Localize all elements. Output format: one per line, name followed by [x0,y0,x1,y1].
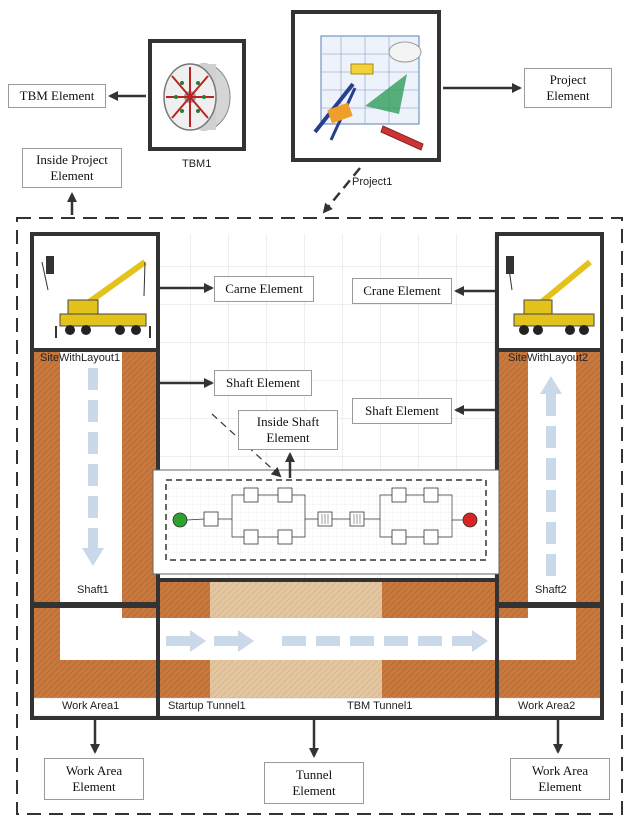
work-area-left-callout: Work Area Element [44,758,144,800]
crane-left-text: Carne Element [225,281,303,296]
site2-label: SiteWithLayout2 [508,352,589,364]
project-element-line2: Element [546,88,590,103]
project-icon-box [291,10,441,162]
flow-node [391,529,407,545]
tbm-icon-label: TBM1 [182,158,212,170]
project-element-line1: Project [549,72,587,87]
crane-right-callout: Crane Element [352,278,452,304]
site1-label: SiteWithLayout1 [40,352,121,364]
tbm-element-callout: TBM Element [8,84,106,108]
inside-shaft-line2: Element [266,430,310,445]
flow-finish-node [462,512,478,528]
inside-project-line1: Inside Project [36,152,108,167]
flow-node [203,511,219,527]
shaft2-label: Shaft2 [535,584,567,596]
tunnel-frame [156,578,499,720]
shaft1-label: Shaft1 [77,584,109,596]
project-inside-dashed-arrow [322,167,361,214]
tbm-icon [163,63,231,131]
work-area2-label: Work Area2 [518,700,576,712]
flow-node [423,487,439,503]
crane-right-text: Crane Element [363,283,441,298]
flow-node [243,529,259,545]
tunnel-flow-arrow [166,630,488,652]
inside-shaft-dashed-arrow [211,413,282,478]
crane-left-callout: Carne Element [214,276,314,302]
shaft-left-callout: Shaft Element [214,370,312,396]
flow-node-marks [321,514,361,524]
flow-links [186,494,463,538]
tunnel-line2: Element [292,783,336,798]
work-area-right-line1: Work Area [531,763,589,778]
tbm-tunnel-label: TBM Tunnel1 [347,700,413,712]
flow-node [277,529,293,545]
project-dashed-border [16,217,623,815]
tbm-icon-box [148,39,246,151]
right-crane-image [499,236,600,348]
shaft-left-text: Shaft Element [225,375,300,390]
inside-project-callout: Inside Project Element [22,148,122,188]
project-blueprint-icon [313,35,424,151]
work-area-right-callout: Work Area Element [510,758,610,800]
work-area-right-line2: Element [538,779,582,794]
flow-node [277,487,293,503]
inside-project-line2: Element [50,168,94,183]
tunnel-callout: Tunnel Element [264,762,364,804]
work-area-left-line2: Element [72,779,116,794]
right-shaft-flow-arrow [540,376,562,576]
inside-shaft-callout: Inside Shaft Element [238,410,338,450]
project-icon-label: Project1 [352,176,393,188]
tunnel-line1: Tunnel [295,767,333,782]
inside-shaft-line1: Inside Shaft [256,414,320,429]
project-element-callout: Project Element [524,68,612,108]
flow-node [391,487,407,503]
work-area1-label: Work Area1 [62,700,120,712]
startup-tunnel-label: Startup Tunnel1 [168,700,246,712]
flow-node [423,529,439,545]
left-shaft-flow-arrow [82,368,104,566]
flow-node [243,487,259,503]
flow-start-node [172,512,188,528]
shaft-right-callout: Shaft Element [352,398,452,424]
tbm-element-text: TBM Element [19,88,95,103]
work-area-left-line1: Work Area [65,763,123,778]
shaft-right-text: Shaft Element [364,403,439,418]
left-crane-image [34,236,156,348]
